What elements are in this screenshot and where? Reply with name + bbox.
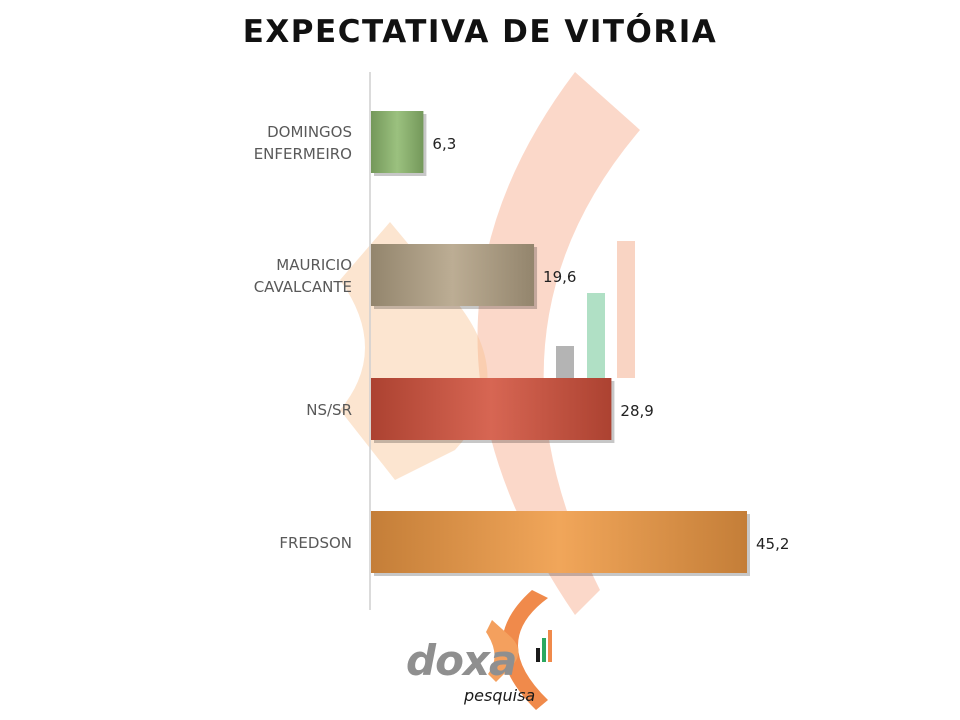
category-label: NS/SR — [306, 401, 352, 419]
watermark-bar-green — [587, 293, 605, 378]
watermark-bar-peach — [617, 241, 635, 378]
category-label: ENFERMEIRO — [254, 145, 352, 163]
logo-tagline: pesquisa — [464, 686, 536, 705]
watermark-bar-gray — [556, 346, 574, 378]
category-label: MAURICIO — [276, 256, 352, 274]
bar — [371, 378, 612, 440]
logo-mark-icon — [486, 590, 552, 710]
doxa-logo: doxa pesquisa — [400, 590, 570, 716]
data-label: 45,2 — [756, 535, 789, 553]
logo-wordmark: doxa — [406, 636, 517, 685]
category-label: DOMINGOS — [267, 123, 352, 141]
category-label: FREDSON — [279, 534, 352, 552]
watermark-arc-right — [477, 72, 640, 615]
chart-title: EXPECTATIVA DE VITÓRIA — [242, 14, 718, 50]
bar — [371, 111, 424, 173]
bar — [371, 244, 535, 306]
data-label: 28,9 — [620, 402, 653, 420]
data-label: 6,3 — [432, 135, 456, 153]
data-label: 19,6 — [543, 268, 576, 286]
category-label: CAVALCANTE — [254, 278, 352, 296]
bar — [371, 511, 747, 573]
